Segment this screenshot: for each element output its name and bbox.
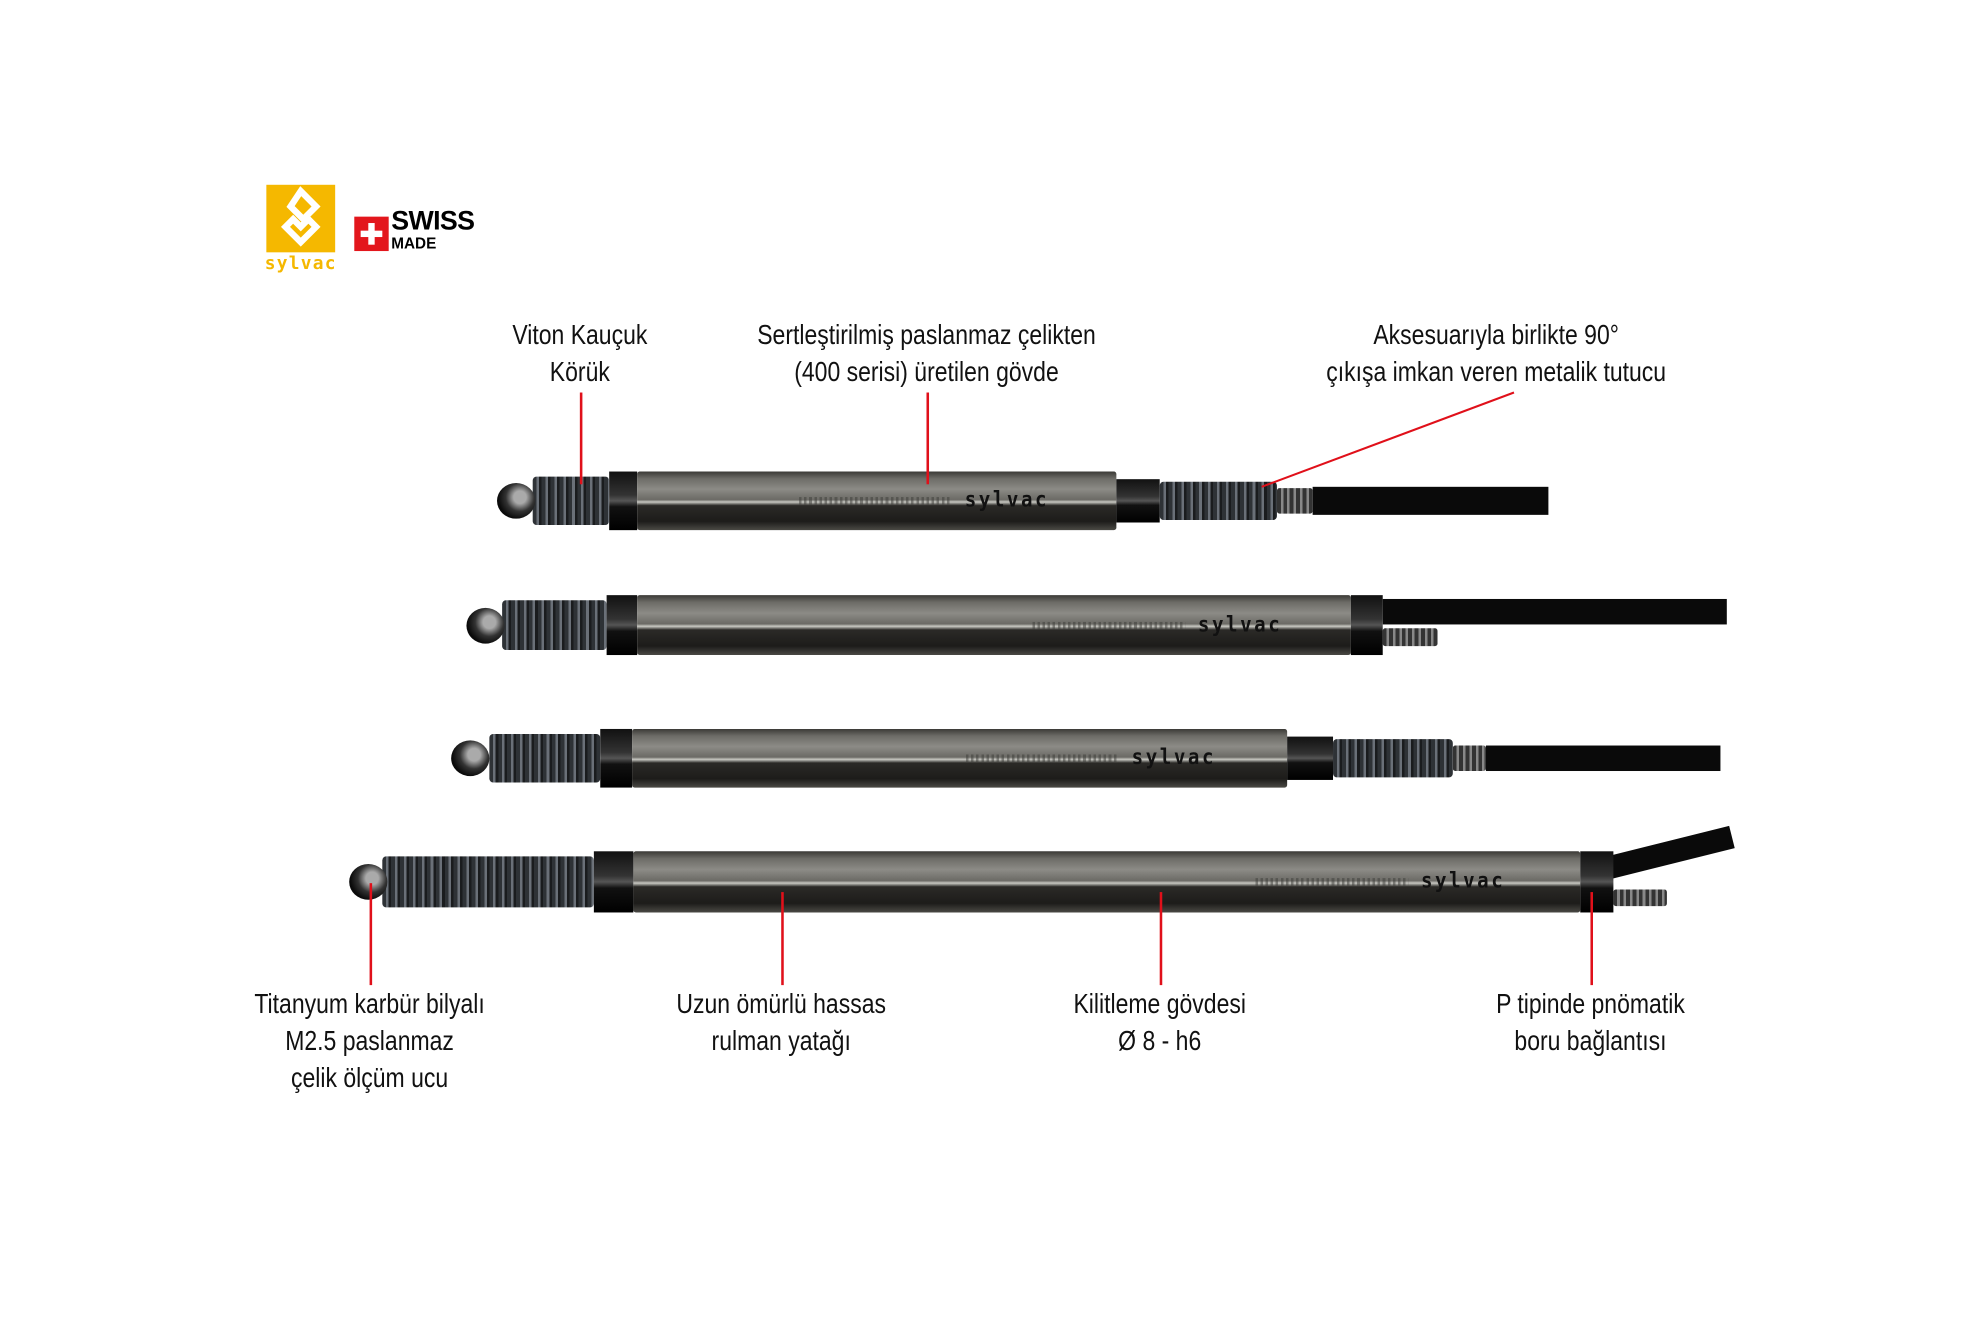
measuring-tip	[497, 482, 536, 519]
sylvac-logo-icon	[266, 184, 336, 253]
callout-measuring-tip: Titanyum karbür bilyalı M2.5 paslanmaz ç…	[254, 985, 484, 1096]
rear-sleeve	[1452, 745, 1486, 772]
probe-cable	[1382, 598, 1727, 625]
serial-number	[965, 754, 1119, 763]
leader-line	[1159, 892, 1162, 986]
front-collar	[606, 595, 638, 656]
rear-collar	[1116, 479, 1160, 523]
probe-cable	[1312, 486, 1549, 515]
bellows	[382, 856, 594, 908]
callout-line: Sertleştirilmiş paslanmaz çelikten	[757, 318, 1096, 351]
probe-brand-mark: sylvac	[1131, 744, 1217, 770]
callout-line: (400 serisi) üretilen gövde	[794, 355, 1059, 388]
serial-number	[1255, 878, 1409, 886]
pneumatic-fitting	[1382, 628, 1438, 647]
callout-line: Aksesuarıyla birlikte 90°	[1373, 318, 1619, 351]
leader-line	[369, 883, 372, 986]
front-collar	[609, 471, 638, 531]
callout-clamping-body: Kilitleme gövdesi Ø 8 - h6	[1073, 985, 1246, 1059]
callout-bearing: Uzun ömürlü hassas rulman yatağı	[676, 985, 886, 1059]
callout-line: Viton Kauçuk	[512, 318, 648, 351]
callout-line: Titanyum karbür bilyalı	[254, 987, 485, 1020]
probe-brand-mark: sylvac	[964, 486, 1050, 513]
leader-line	[926, 392, 929, 485]
bellows	[502, 600, 607, 650]
callout-metal-holder: Aksesuarıyla birlikte 90° çıkışa imkan v…	[1326, 316, 1666, 390]
callout-line: çıkışa imkan veren metalik tutucu	[1326, 355, 1667, 388]
swiss-made-line1: SWISS	[391, 206, 475, 236]
rear-collar	[1350, 595, 1383, 656]
leader-line	[1590, 892, 1593, 986]
rear-collar	[1580, 851, 1614, 913]
probe-brand-mark: sylvac	[1420, 867, 1506, 894]
callout-hardened-body: Sertleştirilmiş paslanmaz çelikten (400 …	[757, 316, 1096, 390]
probe-cable	[1485, 745, 1721, 772]
probe-body	[637, 595, 1351, 656]
pneumatic-fitting	[1613, 889, 1667, 907]
swiss-flag-icon	[354, 216, 389, 252]
callout-line: Körük	[549, 355, 610, 388]
callout-line: P tipinde pnömatik	[1496, 987, 1685, 1020]
measuring-tip	[466, 607, 505, 643]
leader-line	[579, 392, 582, 485]
rear-bellows	[1159, 481, 1277, 520]
serial-number	[1032, 621, 1186, 629]
probe-body	[633, 851, 1581, 913]
callout-line: M2.5 paslanmaz	[285, 1024, 454, 1057]
measuring-tip	[451, 740, 490, 777]
bellows	[489, 734, 601, 783]
probe-brand-mark: sylvac	[1197, 611, 1283, 637]
callout-pneumatic-connection: P tipinde pnömatik boru bağlantısı	[1496, 985, 1685, 1059]
rear-collar	[1287, 736, 1334, 780]
front-collar	[593, 851, 634, 913]
front-collar	[600, 728, 633, 788]
swiss-made-line2: MADE	[391, 234, 437, 253]
callout-line: Kilitleme gövdesi	[1073, 987, 1246, 1020]
callout-line: Uzun ömürlü hassas	[676, 987, 886, 1020]
leader-line	[781, 892, 784, 986]
callout-line: çelik ölçüm ucu	[290, 1061, 449, 1094]
rear-bellows	[1333, 739, 1453, 778]
bellows	[532, 476, 610, 526]
callout-viton-bellows: Viton Kauçuk Körük	[512, 316, 647, 390]
sylvac-logo-text: sylvac	[264, 253, 337, 274]
probe-body	[632, 728, 1288, 788]
rear-sleeve	[1276, 488, 1313, 514]
callout-line: Ø 8 - h6	[1118, 1024, 1202, 1057]
measuring-tip	[349, 864, 388, 900]
callout-line: rulman yatağı	[711, 1024, 851, 1057]
callout-line: boru bağlantısı	[1514, 1024, 1667, 1057]
serial-number	[799, 497, 952, 505]
